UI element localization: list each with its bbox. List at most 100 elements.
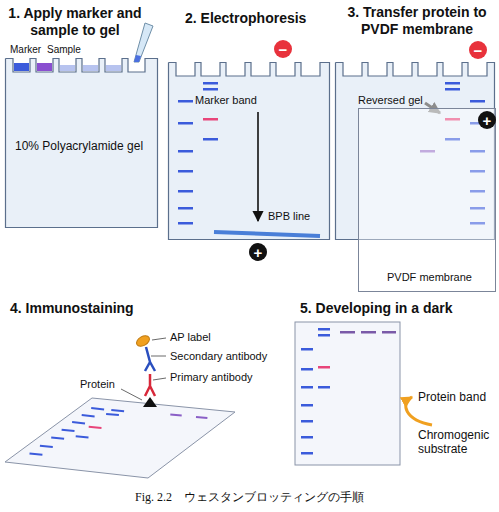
loaded-wells [60, 65, 75, 71]
gel-label: Reversed gel [358, 94, 423, 107]
developed-blot [301, 386, 313, 389]
anode-sign: + [249, 243, 267, 261]
marker-band [445, 82, 460, 85]
electrode-circle [478, 111, 496, 129]
part-label: Primary antibody [170, 371, 253, 384]
blot-sheet [82, 415, 95, 416]
gel-fill [168, 62, 330, 240]
marker-band [178, 100, 193, 103]
step-title: 1. Apply marker and sample to gel [2, 5, 148, 39]
polarity-sign: + [249, 243, 267, 261]
developed-blot [318, 386, 330, 389]
bpb-line [214, 232, 320, 236]
loaded-wells [37, 63, 52, 71]
blot-sheet [91, 408, 104, 409]
leader-line [151, 356, 166, 357]
cathode-sign: − [469, 41, 487, 59]
antibody [135, 334, 152, 349]
blot-sheet [30, 454, 43, 455]
loaded-wells [14, 63, 29, 71]
developed-blot [361, 331, 376, 334]
gel: 10% Polyacrylamide gel [5, 58, 158, 228]
pipette [134, 23, 153, 62]
electrode-circle [249, 243, 267, 261]
lane-label: Sample [47, 44, 81, 56]
leader-line [152, 338, 166, 340]
gel-outline [6, 59, 158, 228]
developed-blot [301, 368, 313, 371]
gel-label: PVDF membrane [387, 271, 472, 284]
leader-line [121, 389, 142, 400]
developed-blot [301, 348, 313, 351]
gel-label: BPB line [268, 210, 310, 223]
blot-sheet [30, 408, 125, 455]
developed-blot [301, 420, 313, 423]
developed-blot [340, 331, 396, 334]
leader-line [153, 378, 166, 380]
marker-band [178, 122, 193, 125]
step-title: 4. Immunostaining [10, 300, 134, 317]
cathode-sign: − [274, 40, 292, 58]
step-title: 3. Transfer protein to PVDF membrane [337, 4, 497, 38]
marker-band [178, 190, 193, 193]
step-title: 5. Developing in a dark [300, 300, 453, 317]
blot-sheet [111, 410, 124, 411]
developed-blot [318, 366, 330, 369]
loaded-wells [106, 65, 121, 71]
blot-sheet [5, 398, 235, 478]
developed-blot [295, 322, 400, 465]
polarity-sign: − [469, 41, 487, 59]
marker-band [203, 118, 218, 121]
pipette [134, 23, 153, 62]
loaded-wells [83, 65, 98, 71]
migration-arrow [257, 112, 259, 221]
marker-band [178, 170, 193, 173]
leader-line [121, 338, 166, 400]
blot-sheet [196, 417, 207, 418]
part-label: Secondary antibody [170, 350, 267, 363]
developed-blot [295, 322, 400, 465]
blot-sheet [106, 414, 119, 415]
gel-label: 10% Polyacrylamide gel [15, 140, 143, 154]
marker-band [445, 88, 460, 91]
migration-arrow [258, 112, 259, 221]
gel-fill [5, 58, 158, 228]
marker-band [203, 88, 218, 91]
bpb-line [214, 232, 320, 236]
blot-sheet [170, 414, 207, 418]
blot-sheet [62, 430, 75, 431]
pipette [134, 55, 141, 62]
developed-blot [318, 334, 330, 337]
developed-blot [301, 436, 313, 439]
pvdf-membrane: PVDF membrane [358, 108, 496, 292]
developed-blot [318, 328, 330, 331]
anode-sign: + [478, 111, 496, 129]
gel-label: Marker band [195, 94, 257, 107]
blot-sheet [72, 422, 85, 423]
marker-band [203, 82, 218, 85]
developed-blot [340, 331, 355, 334]
developed-blot [301, 452, 313, 455]
blot-sheet [51, 438, 64, 439]
blot-sheet [170, 414, 181, 415]
developed-blot [301, 328, 330, 455]
developed-blot [301, 404, 313, 407]
antibody [145, 347, 155, 371]
electrode-circle [469, 41, 487, 59]
antibody [143, 397, 157, 407]
part-label: Protein band [418, 390, 486, 404]
marker-band [470, 100, 485, 103]
blot-sheet [89, 427, 102, 428]
gel-outline [169, 63, 330, 240]
figure-caption: Fig. 2.2 ウェスタンブロッティングの手順 [0, 490, 499, 504]
marker-band [178, 150, 193, 153]
marker-band [203, 138, 218, 141]
electrode-circle [274, 40, 292, 58]
part-label: Protein [80, 378, 115, 391]
antibody [135, 334, 157, 407]
polarity-sign: − [274, 40, 292, 58]
lane-label: Marker [10, 44, 41, 56]
part-label: AP label [170, 331, 211, 344]
marker-band [178, 207, 193, 210]
